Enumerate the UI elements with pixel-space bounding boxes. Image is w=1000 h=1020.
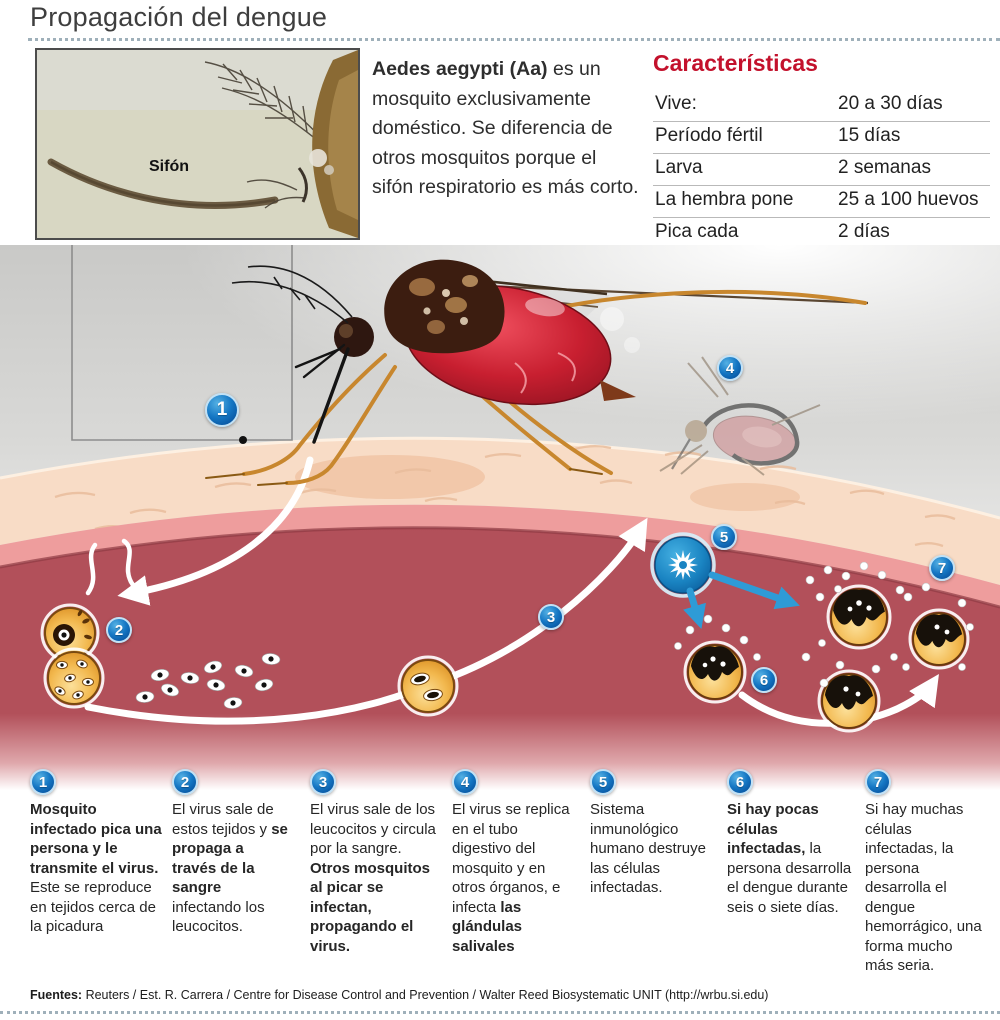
second-mosquito-biting xyxy=(659,356,821,476)
skin-dermis xyxy=(0,527,1000,790)
intro-paragraph: Aedes aegypti (Aa) es un mosquito exclus… xyxy=(372,58,639,198)
legend-badge-6: 6 xyxy=(727,769,753,795)
characteristics-title: Características xyxy=(653,50,818,76)
header-divider xyxy=(28,38,1000,41)
characteristics-row: Larva 2 semanas xyxy=(653,154,990,186)
step-text-5: Sistema inmunológico humano destruye las… xyxy=(590,801,706,896)
step-text-6: Si hay pocas células infectadas, la pers… xyxy=(727,801,852,916)
row-value: 2 días xyxy=(838,221,890,242)
characteristics-row: Vive: 20 a 30 días xyxy=(653,90,990,122)
wing-outline xyxy=(697,403,800,466)
row-value: 15 días xyxy=(838,125,901,146)
legend-badge-1: 1 xyxy=(30,769,56,795)
free-virus-dots xyxy=(674,561,974,688)
step-text-2: El virus sale de estos tejidos y se prop… xyxy=(172,801,288,935)
legend-badge-2: 2 xyxy=(172,769,198,795)
skin-wrinkles xyxy=(54,445,956,548)
proboscis xyxy=(294,343,350,444)
step-text-4: El virus se replica en el tubo digestivo… xyxy=(452,801,570,955)
siphon-photo: Sifón xyxy=(35,48,360,240)
row-value: 20 a 30 días xyxy=(838,93,943,114)
dengue-cycle-diagram: 1 2 3 4 5 6 7 xyxy=(0,245,1000,790)
destroyed-cell xyxy=(908,608,970,670)
mosquito-macro-photo xyxy=(37,50,358,238)
legend-badge-7: 7 xyxy=(865,769,891,795)
characteristics-row: La hembra pone 25 a 100 huevos xyxy=(653,186,990,218)
row-label: Pica cada xyxy=(655,221,739,242)
row-value: 2 semanas xyxy=(838,157,931,178)
step-text-7: Si hay muchas células infectadas, la per… xyxy=(865,801,982,974)
photo-callout-line xyxy=(71,245,293,444)
characteristics-row: Período fértil 15 días xyxy=(653,122,990,154)
page-title: Propagación del dengue xyxy=(30,2,328,32)
characteristics-panel: Características Vive: 20 a 30 días Perío… xyxy=(653,50,990,249)
arrow-many-cells xyxy=(738,674,939,727)
step-marker-4: 4 xyxy=(717,355,743,381)
sources-line: Fuentes: Reuters / Est. R. Carrera / Cen… xyxy=(30,988,769,1002)
head xyxy=(334,317,374,357)
row-label: Vive: xyxy=(655,93,697,114)
immune-attack-arrows xyxy=(683,571,800,629)
antennae xyxy=(231,265,353,324)
legend-badge-4: 4 xyxy=(452,769,478,795)
row-label: La hembra pone xyxy=(655,189,794,210)
legend-badge-5: 5 xyxy=(590,769,616,795)
virus-squiggles xyxy=(85,538,136,596)
step-marker-3: 3 xyxy=(538,604,564,630)
step-text-1: Mosquito infectado pica una persona y le… xyxy=(30,801,162,935)
row-value: 25 a 100 huevos xyxy=(838,189,979,210)
arrow-bite-to-tissue xyxy=(117,456,314,606)
row-label: Período fértil xyxy=(655,125,763,146)
step-marker-7: 7 xyxy=(929,555,955,581)
destroyed-cell xyxy=(817,669,881,733)
mosquito-biting xyxy=(205,259,869,486)
step-marker-2: 2 xyxy=(106,617,132,643)
destroyed-cell xyxy=(826,584,892,650)
step-marker-1: 1 xyxy=(205,393,239,427)
infected-tissue-cells xyxy=(40,603,105,709)
step-marker-6: 6 xyxy=(751,667,777,693)
step-marker-5: 5 xyxy=(711,524,737,550)
characteristics-row: Pica cada 2 días xyxy=(653,218,990,249)
immune-cell xyxy=(650,532,716,598)
circulating-leucocyte xyxy=(397,655,459,717)
skin-pink-layer xyxy=(0,504,1000,607)
legend-badge-3: 3 xyxy=(310,769,336,795)
leucocytes xyxy=(135,653,281,709)
destroyed-cell xyxy=(683,640,747,704)
row-label: Larva xyxy=(655,157,703,178)
destroyed-cells xyxy=(683,584,970,733)
photo-label: Sifón xyxy=(149,158,189,175)
virus-particles-in-cell xyxy=(54,659,94,700)
step-text-3: El virus sale de los leucocitos y circul… xyxy=(310,801,436,955)
footer-divider xyxy=(0,1011,1000,1014)
